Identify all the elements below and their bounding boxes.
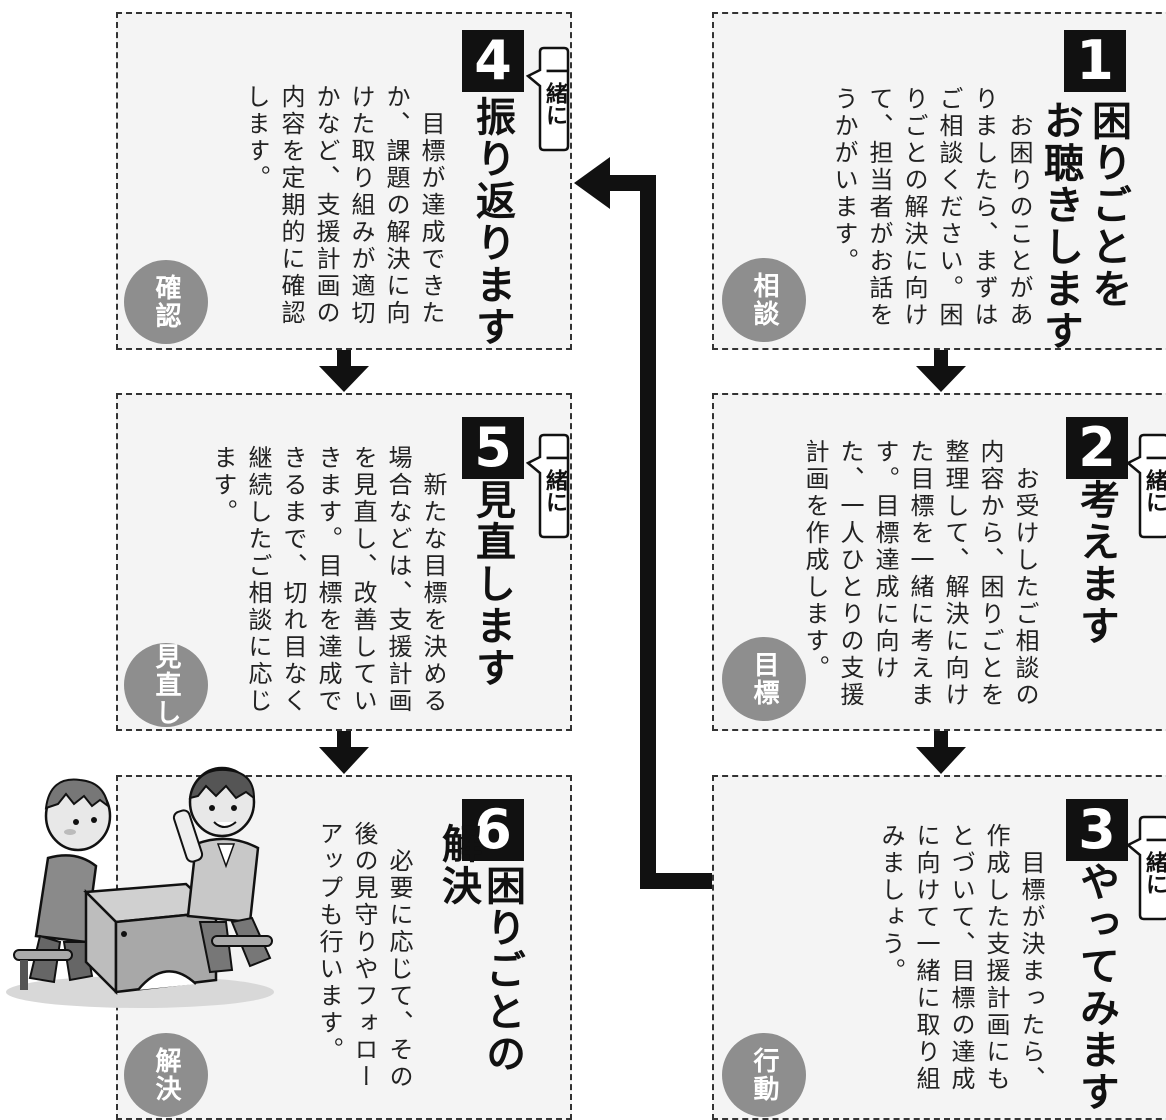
step-title-line1: 困りごとを: [1085, 100, 1132, 310]
badge-label: 行動: [749, 1047, 779, 1103]
bubble-label: 一緒に: [542, 447, 567, 513]
speech-bubble: 一緒に: [1126, 433, 1166, 539]
step-title-line2: 解決: [435, 823, 482, 907]
step-badge: 確認: [124, 260, 208, 344]
step-badge: 見直し: [124, 643, 208, 727]
desk-icon: [83, 882, 219, 996]
badge-label: 確認: [151, 274, 181, 330]
step-number: 3: [1066, 799, 1128, 861]
step-body: お困りのことがありましたら、まずはご相談ください。困りごとの解決に向けて、担当者…: [830, 86, 1033, 329]
badge-label: 見直し: [151, 643, 181, 727]
speech-bubble: 一緒に: [526, 46, 570, 152]
down-arrow-5-6: [319, 731, 369, 774]
consulting-illustration: [6, 766, 274, 1008]
step-title: 考えます: [1073, 479, 1120, 647]
step-body: 必要に応じて、その後の見守りやフォローアップも行います。: [315, 821, 413, 1091]
step-number: 2: [1066, 417, 1128, 479]
step-number: 1: [1064, 30, 1126, 92]
step-badge: 行動: [722, 1033, 806, 1117]
bubble-label: 一緒に: [1142, 447, 1166, 513]
step-badge: 相談: [722, 258, 806, 342]
down-arrow-2-3: [916, 731, 966, 774]
step-number: 4: [462, 30, 524, 92]
step-4-panel: 4 一緒に 振り返ります 目標が達成できたか、課題の解決に向けた取り組みが適切か…: [116, 12, 572, 350]
step-title: 振り返ります: [469, 96, 516, 348]
badge-label: 相談: [749, 272, 779, 328]
down-arrow-4-5: [319, 350, 369, 392]
step-number: 5: [462, 417, 524, 479]
person-left-icon: [13, 778, 112, 990]
step-body: お受けしたご相談の内容から、困りごとを整理して、解決に向けた目標を一緒に考えます…: [801, 439, 1039, 709]
person-right-icon: [172, 766, 273, 974]
step-body: 目標が決まったら、作成した支援計画にもとづいて、目標の達成に向けて一緒に取り組み…: [877, 823, 1045, 1093]
bubble-label: 一緒に: [542, 60, 567, 126]
step-title: 見直します: [469, 479, 516, 689]
step-title: やってみます: [1073, 861, 1120, 1113]
step-title-line1: 困りごとの: [479, 865, 526, 1075]
badge-label: 解決: [151, 1047, 181, 1103]
step-1-panel: 1 困りごとを お聴きします お困りのことがありましたら、まずはご相談ください。…: [712, 12, 1166, 352]
badge-label: 目標: [749, 651, 779, 707]
return-arrow-3-4: [574, 157, 712, 889]
speech-bubble: 一緒に: [526, 433, 570, 539]
step-body: 新たな目標を決める場合などは、支援計画を見直し、改善していきます。目標を達成でき…: [209, 445, 447, 715]
step-title-line2: お聴きします: [1037, 100, 1084, 352]
speech-bubble: 一緒に: [1126, 815, 1166, 921]
step-number: 6: [462, 799, 524, 861]
step-badge: 目標: [722, 637, 806, 721]
step-5-panel: 5 一緒に 見直します 新たな目標を決める場合などは、支援計画を見直し、改善して…: [116, 393, 572, 731]
step-body: 目標が達成できたか、課題の解決に向けた取り組みが適切かなど、支援計画の内容を定期…: [252, 84, 445, 327]
bubble-label: 一緒に: [1142, 829, 1166, 895]
step-2-panel: 2 一緒に 考えます お受けしたご相談の内容から、困りごとを整理して、解決に向け…: [712, 393, 1166, 731]
step-3-panel: 3 一緒に やってみます 目標が決まったら、作成した支援計画にもとづいて、目標の…: [712, 775, 1166, 1120]
step-badge: 解決: [124, 1033, 208, 1117]
down-arrow-1-2: [916, 350, 966, 392]
